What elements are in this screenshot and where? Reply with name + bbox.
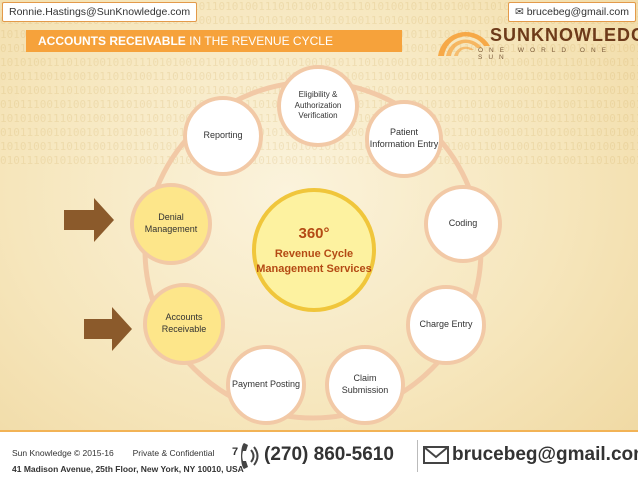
node-patient-info: Patient Information Entry (365, 100, 443, 178)
node-label: Eligibility & Authorization Verification (294, 90, 342, 121)
node-label: Charge Entry (419, 319, 473, 330)
footer-copyright-line: Sun Knowledge © 2015-16 Private & Confid… (12, 448, 214, 458)
node-label: Claim Submission (341, 373, 389, 395)
envelope-large-icon (423, 446, 449, 464)
email-right-text: brucebeg@gmail.com (526, 6, 629, 18)
logo-tagline: ONE WORLD ONE SUN (478, 47, 612, 61)
center-degree: 360° (298, 224, 330, 242)
footer-copyright: Sun Knowledge © 2015-16 (12, 448, 114, 458)
arrow-denial-icon (64, 198, 114, 242)
node-label: Denial Management (144, 212, 198, 234)
arrow-ar-icon (84, 307, 132, 351)
node-coding: Coding (424, 185, 502, 263)
title-rest: IN THE REVENUE CYCLE (185, 34, 333, 48)
center-circle: 360° Revenue Cycle Management Services (252, 188, 376, 312)
node-denial-management: Denial Management (130, 183, 212, 265)
footer-email[interactable]: brucebeg@gmail.com (452, 444, 638, 465)
node-claim-submission: Claim Submission (325, 345, 405, 425)
node-label: Payment Posting (231, 379, 301, 390)
title-banner: ACCOUNTS RECEIVABLE IN THE REVENUE CYCLE (26, 30, 402, 52)
phone-icon (241, 443, 259, 469)
node-label: Reporting (203, 130, 243, 141)
title-bold: ACCOUNTS RECEIVABLE (38, 34, 186, 48)
node-label: Coding (448, 218, 478, 229)
node-label: Patient Information Entry (369, 127, 439, 149)
envelope-icon: ✉ (514, 6, 524, 18)
node-accounts-receivable: Accounts Receivable (143, 283, 225, 365)
node-charge-entry: Charge Entry (406, 285, 486, 365)
page-number: 7 (232, 446, 239, 458)
footer: Sun Knowledge © 2015-16 Private & Confid… (0, 430, 638, 481)
sun-logo-icon (438, 31, 490, 56)
footer-confidential: Private & Confidential (132, 448, 215, 458)
node-payment-posting: Payment Posting (226, 345, 306, 425)
node-label: Accounts Receivable (161, 312, 207, 334)
footer-address: 41 Madison Avenue, 25th Floor, New York,… (12, 464, 244, 474)
footer-divider (417, 440, 418, 472)
logo-name: SUNKNOWLEDGE (490, 25, 638, 45)
email-tag-left[interactable]: Ronnie.Hastings@SunKnowledge.com (2, 2, 198, 22)
node-eligibility: Eligibility & Authorization Verification (277, 65, 359, 147)
node-reporting: Reporting (183, 96, 263, 176)
center-text: Revenue Cycle Management Services (256, 248, 372, 275)
footer-phone[interactable]: (270) 860-5610 (264, 444, 394, 465)
email-tag-right[interactable]: ✉ brucebeg@gmail.com (507, 2, 636, 22)
